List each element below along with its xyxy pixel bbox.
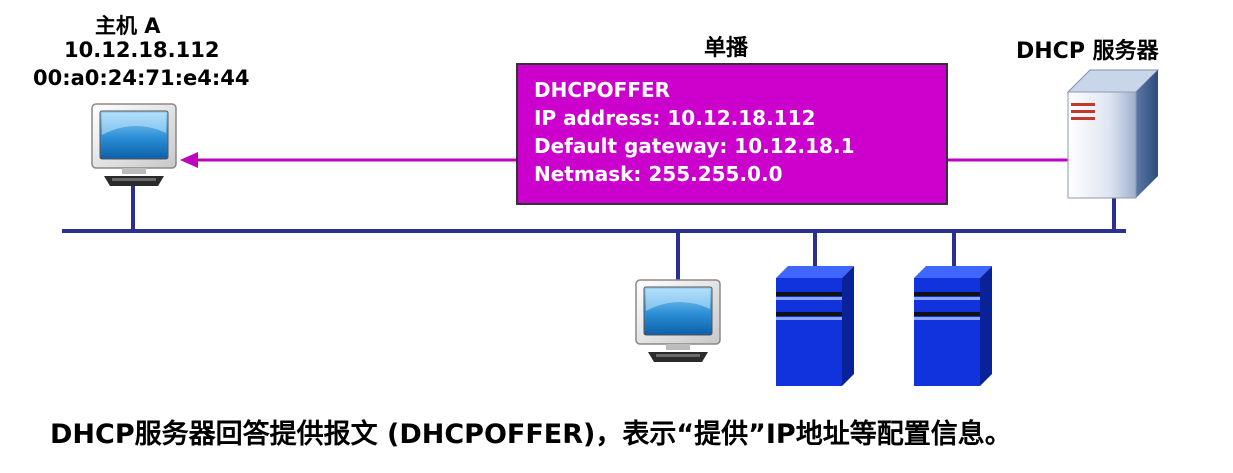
server-icon: [1066, 69, 1160, 199]
host-a-mac: 00:a0:24:71:e4:44: [33, 66, 250, 90]
server-label: DHCP 服务器: [1016, 39, 1159, 64]
arrow-head: [180, 152, 198, 168]
caption: DHCP服务器回答提供报文 (DHCPOFFER)，表示“提供”IP地址等配置信…: [50, 419, 1012, 450]
offer-netmask: Netmask: 255.255.0.0: [534, 162, 783, 186]
computer-icon: [91, 103, 177, 186]
offer-message-box: DHCPOFFER IP address: 10.12.18.112 Defau…: [516, 63, 948, 205]
unicast-label: 单播: [704, 36, 749, 61]
server-icon: [914, 266, 992, 386]
host-a-ip: 10.12.18.112: [64, 38, 220, 62]
server-icon: [776, 266, 854, 386]
offer-ip-address: IP address: 10.12.18.112: [534, 106, 816, 130]
offer-default-gateway: Default gateway: 10.12.18.1: [534, 134, 855, 158]
offer-type: DHCPOFFER: [534, 78, 671, 102]
computer-icon: [635, 279, 721, 362]
host-a-name: 主机 A: [95, 14, 161, 38]
